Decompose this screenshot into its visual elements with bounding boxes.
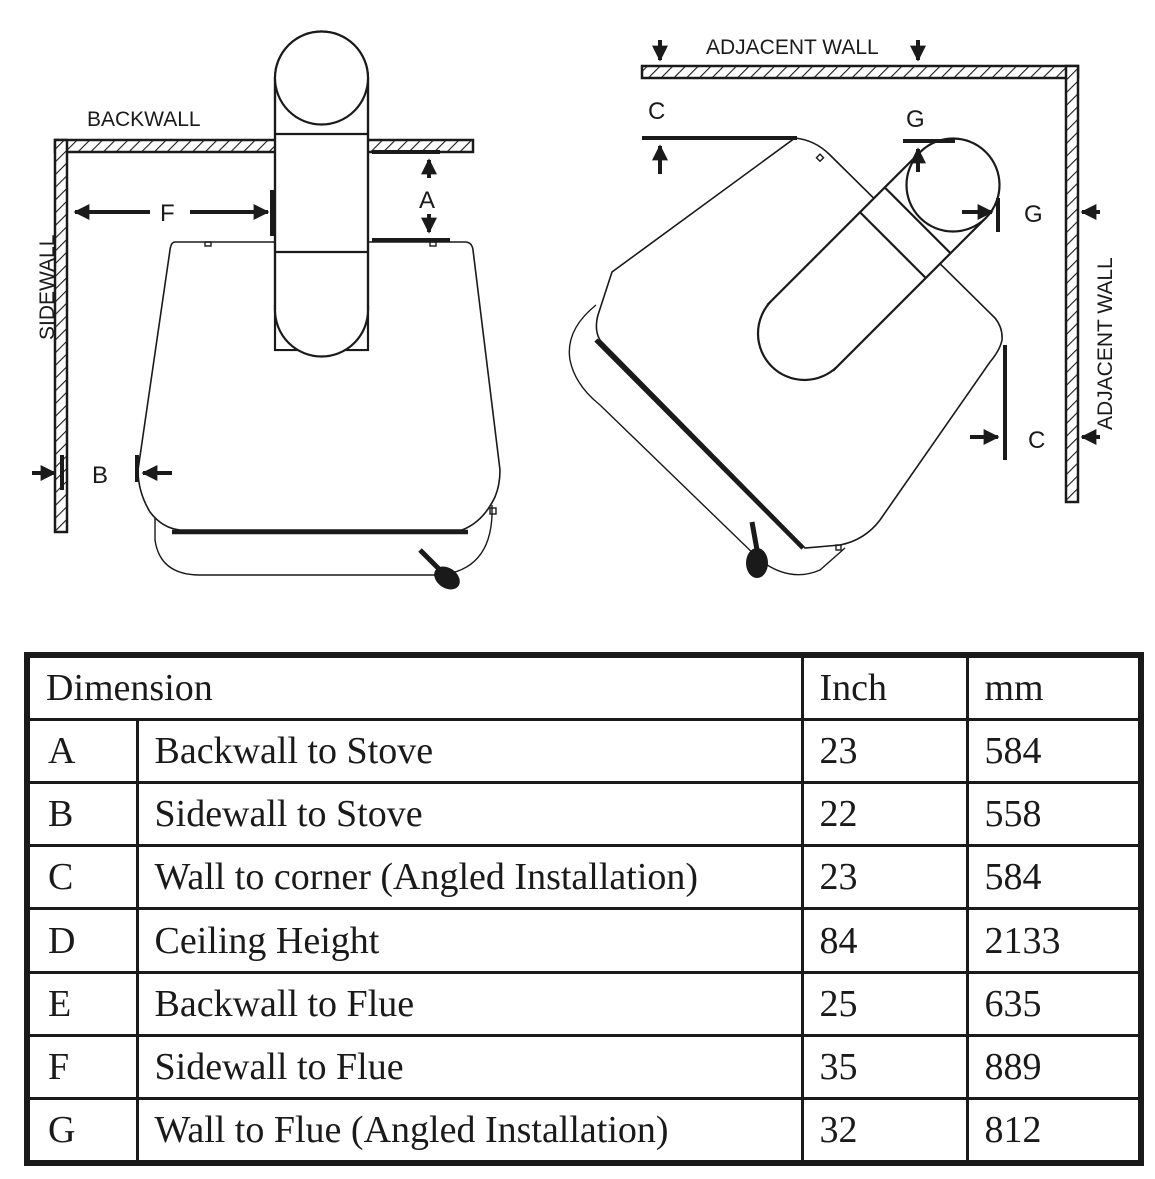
- row-letter: C: [25, 844, 139, 911]
- row-description: Backwall to Stove: [135, 718, 804, 785]
- installation-diagrams: A F B BACKWALL SIDEWALL: [32, 30, 1117, 590]
- row-description: Sidewall to Stove: [135, 781, 804, 848]
- clearance-diagram: A F B BACKWALL SIDEWALL: [32, 30, 1117, 590]
- row-letter: G: [25, 1096, 139, 1165]
- stove-outline: [137, 241, 501, 590]
- angled-handle-knob: [746, 548, 768, 578]
- row-inch: 84: [800, 907, 969, 974]
- dim-g-top-label: G: [906, 106, 925, 133]
- dimension-c-top: C: [642, 40, 797, 174]
- row-letter: B: [25, 781, 139, 848]
- dimension-g-right: G: [962, 198, 1100, 232]
- table-row: B Sidewall to Stove 22 558: [25, 781, 1143, 848]
- clearance-table: Dimension Inch mm A Backwall to Stove 23…: [24, 652, 1144, 1166]
- dimension-g-top: G: [903, 40, 955, 172]
- row-inch: 32: [800, 1096, 969, 1165]
- header-inch: Inch: [800, 653, 969, 722]
- row-description: Wall to corner (Angled Installation): [135, 844, 804, 911]
- table-row: E Backwall to Flue 25 635: [25, 970, 1143, 1037]
- dim-c-top-label: C: [648, 98, 665, 125]
- table-header-row: Dimension Inch mm: [25, 653, 1143, 722]
- row-letter: D: [25, 907, 139, 974]
- adjacent-wall-top: [640, 64, 1080, 80]
- header-mm: mm: [965, 653, 1143, 722]
- dim-c-bottom-label: C: [1028, 427, 1045, 454]
- row-inch: 35: [800, 1033, 969, 1100]
- dimension-b: B: [32, 455, 172, 490]
- dimension-c-bottom: C: [970, 345, 1100, 460]
- table-row: A Backwall to Stove 23 584: [25, 718, 1143, 785]
- handle-knob: [434, 566, 460, 590]
- flue-pipe: [273, 30, 370, 358]
- table-row: G Wall to Flue (Angled Installation) 32 …: [25, 1096, 1143, 1165]
- backwall-label: BACKWALL: [87, 108, 201, 131]
- row-inch: 22: [800, 781, 969, 848]
- row-description: Wall to Flue (Angled Installation): [135, 1096, 804, 1165]
- row-mm: 889: [965, 1033, 1143, 1100]
- angled-installation-diagram: C G G C ADJACENT WALL ADJACENT WALL: [568, 36, 1117, 578]
- table-row: F Sidewall to Flue 35 889: [25, 1033, 1143, 1100]
- row-description: Sidewall to Flue: [135, 1033, 804, 1100]
- row-mm: 584: [965, 844, 1143, 911]
- dimension-a: A: [372, 150, 450, 242]
- row-inch: 25: [800, 970, 969, 1037]
- dim-f-label: F: [160, 200, 175, 227]
- row-mm: 558: [965, 781, 1143, 848]
- row-mm: 812: [965, 1096, 1143, 1165]
- straight-installation-diagram: A F B BACKWALL SIDEWALL: [32, 30, 501, 590]
- row-letter: F: [25, 1033, 139, 1100]
- adjacent-wall-top-label: ADJACENT WALL: [706, 36, 879, 59]
- row-description: Ceiling Height: [135, 907, 804, 974]
- adjacent-wall-side-label: ADJACENT WALL: [1094, 257, 1117, 430]
- dim-g-right-label: G: [1024, 201, 1043, 228]
- row-letter: E: [25, 970, 139, 1037]
- adjacent-wall-right: [1064, 64, 1080, 504]
- row-inch: 23: [800, 718, 969, 785]
- table-row: D Ceiling Height 84 2133: [25, 907, 1143, 974]
- row-description: Backwall to Flue: [135, 970, 804, 1037]
- table-row: C Wall to corner (Angled Installation) 2…: [25, 844, 1143, 911]
- row-inch: 23: [800, 844, 969, 911]
- row-mm: 584: [965, 718, 1143, 785]
- row-mm: 2133: [965, 907, 1143, 974]
- dimension-f: F: [73, 190, 274, 236]
- row-mm: 635: [965, 970, 1143, 1037]
- angled-flue-pipe: [756, 137, 1001, 382]
- sidewall-label: SIDEWALL: [36, 235, 59, 340]
- dim-b-label: B: [92, 462, 108, 489]
- header-dimension: Dimension: [25, 653, 804, 722]
- row-letter: A: [25, 718, 139, 785]
- sidewall: [53, 138, 69, 534]
- dim-a-label: A: [419, 187, 435, 214]
